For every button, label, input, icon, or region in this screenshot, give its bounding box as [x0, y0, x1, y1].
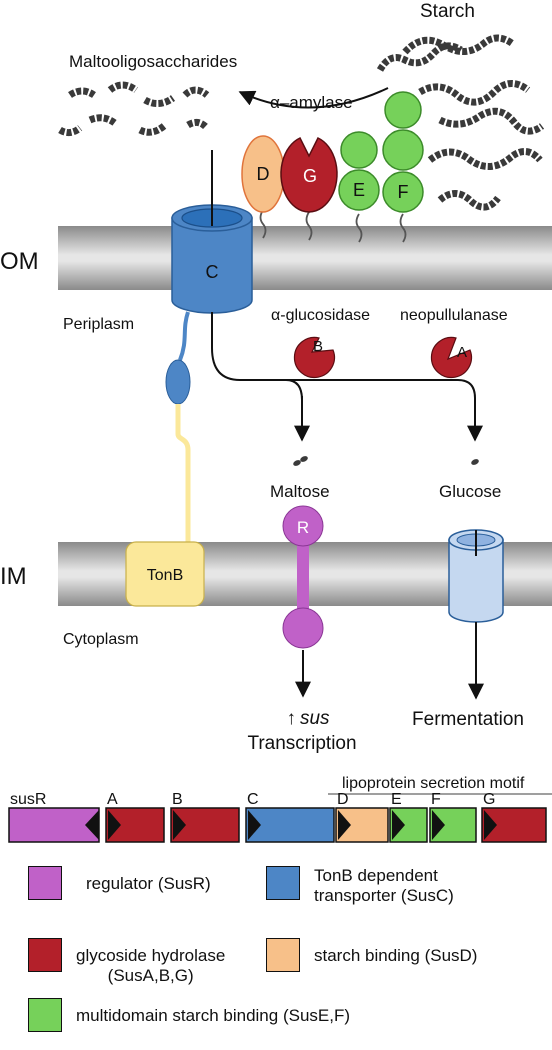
- maltooligosaccharides-label: Maltooligosaccharides: [69, 52, 237, 71]
- tonb-protein: [125, 541, 205, 607]
- susr-regulator: [282, 505, 324, 649]
- gene-e-label: E: [391, 791, 402, 808]
- gene-c-direction-arrow: [248, 810, 261, 840]
- maltose-molecule: [293, 456, 308, 466]
- hydrolase-legend-line1: glycoside hydrolase: [76, 946, 226, 965]
- suse-protein: [338, 131, 380, 211]
- alpha-amylase-label: α–amylase: [270, 93, 353, 112]
- starch-binding-legend-text: starch binding (SusD): [314, 946, 478, 965]
- gene-d-label: D: [337, 791, 349, 808]
- outer-membrane: [58, 226, 552, 290]
- starch-binding-swatch: [266, 938, 300, 972]
- gene-g-label: G: [483, 791, 495, 808]
- gene-d-direction-arrow: [338, 810, 351, 840]
- gene-b-direction-arrow: [173, 810, 186, 840]
- route-line: [211, 312, 303, 401]
- periplasm-label: Periplasm: [63, 316, 134, 333]
- starch-label: Starch: [420, 1, 475, 22]
- hydrolase-legend-text: glycoside hydrolase (SusA,B,G): [76, 946, 225, 986]
- protein-d-label: D: [257, 164, 270, 184]
- tonb-transporter-swatch: [266, 866, 300, 900]
- gene-susr-box: [8, 807, 100, 843]
- cytoplasm-label: Cytoplasm: [63, 631, 139, 648]
- alpha-amylase-arrow: [238, 87, 389, 109]
- protein-g-label: G: [303, 166, 317, 186]
- operon-map: lipoprotein secretion motif susR A B C D E F G: [8, 775, 552, 843]
- legend-multidomain: multidomain starch binding (SusE,F): [28, 998, 350, 1032]
- maltose-label: Maltose: [270, 482, 330, 501]
- protein-r-label: R: [297, 518, 309, 537]
- legend-tonb: TonB dependent transporter (SusC): [266, 866, 454, 906]
- legend-regulator: regulator (SusR): [28, 866, 211, 900]
- gene-susr-label: susR: [10, 791, 46, 808]
- regulator-legend-text: regulator (SusR): [86, 874, 211, 893]
- susa-enzyme: [430, 336, 473, 379]
- tonb-legend-line2: transporter (SusC): [314, 886, 454, 905]
- gene-e-direction-arrow: [392, 810, 405, 840]
- regulator-swatch: [28, 866, 62, 900]
- susc-plug-domain: [165, 359, 191, 405]
- transcription-label: Transcription: [247, 733, 356, 754]
- tonb-label: TonB: [147, 567, 183, 584]
- alpha-glucosidase-label: α-glucosidase: [271, 307, 370, 324]
- multidomain-legend-text: multidomain starch binding (SusE,F): [76, 1006, 351, 1025]
- protein-f-label: F: [398, 182, 409, 202]
- multidomain-swatch: [28, 998, 62, 1032]
- glucose-molecule: [471, 459, 479, 465]
- susg-protein: [280, 137, 338, 213]
- gene-b-label: B: [172, 791, 183, 808]
- neopullulanase-label: neopullulanase: [400, 307, 508, 324]
- gene-f-label: F: [431, 791, 441, 808]
- gene-c-label: C: [247, 791, 259, 808]
- protein-c-label: C: [206, 262, 219, 282]
- gene-e-box: [389, 807, 428, 843]
- protein-e-label: E: [353, 180, 365, 200]
- hydrolase-legend-line2: (SusA,B,G): [107, 966, 194, 985]
- glucose-arrow: [286, 379, 483, 442]
- gene-a-box: [105, 807, 165, 843]
- tonb-legend-text: TonB dependent transporter (SusC): [314, 866, 454, 906]
- glucose-transporter: [448, 529, 504, 623]
- gene-a-direction-arrow: [108, 810, 121, 840]
- sus-system-diagram: Starch Maltooligosaccharides α–amylase O…: [0, 1, 552, 754]
- susc-tonb-linker: [178, 311, 190, 361]
- susb-enzyme: [293, 336, 336, 379]
- gene-susr-direction-arrow: [85, 810, 99, 840]
- gene-group: susR A B C D E F G: [8, 791, 547, 843]
- gene-g-direction-arrow: [484, 810, 497, 840]
- fermentation-label: Fermentation: [412, 709, 524, 730]
- gene-f-direction-arrow: [432, 810, 445, 840]
- maltooligosaccharide-fragments: [58, 81, 210, 137]
- sus-upregulation-label: ↑sus: [286, 708, 330, 729]
- tonb-linker: [175, 404, 191, 565]
- starch-chains: [376, 34, 545, 211]
- legend-starch-binding: starch binding (SusD): [266, 938, 477, 972]
- tonb-legend-line1: TonB dependent: [314, 866, 438, 885]
- protein-a-label: A: [457, 344, 467, 361]
- surface-protein-stalks: [259, 209, 407, 243]
- motif-label: lipoprotein secretion motif: [342, 775, 525, 792]
- gene-a-label: A: [107, 791, 118, 808]
- im-label: IM: [0, 563, 27, 590]
- legend-hydrolase: glycoside hydrolase (SusA,B,G): [28, 938, 225, 986]
- om-label: OM: [0, 248, 39, 275]
- hydrolase-swatch: [28, 938, 62, 972]
- protein-b-label: B: [313, 338, 323, 355]
- susf-protein: [382, 91, 424, 213]
- glucose-label: Glucose: [439, 482, 501, 501]
